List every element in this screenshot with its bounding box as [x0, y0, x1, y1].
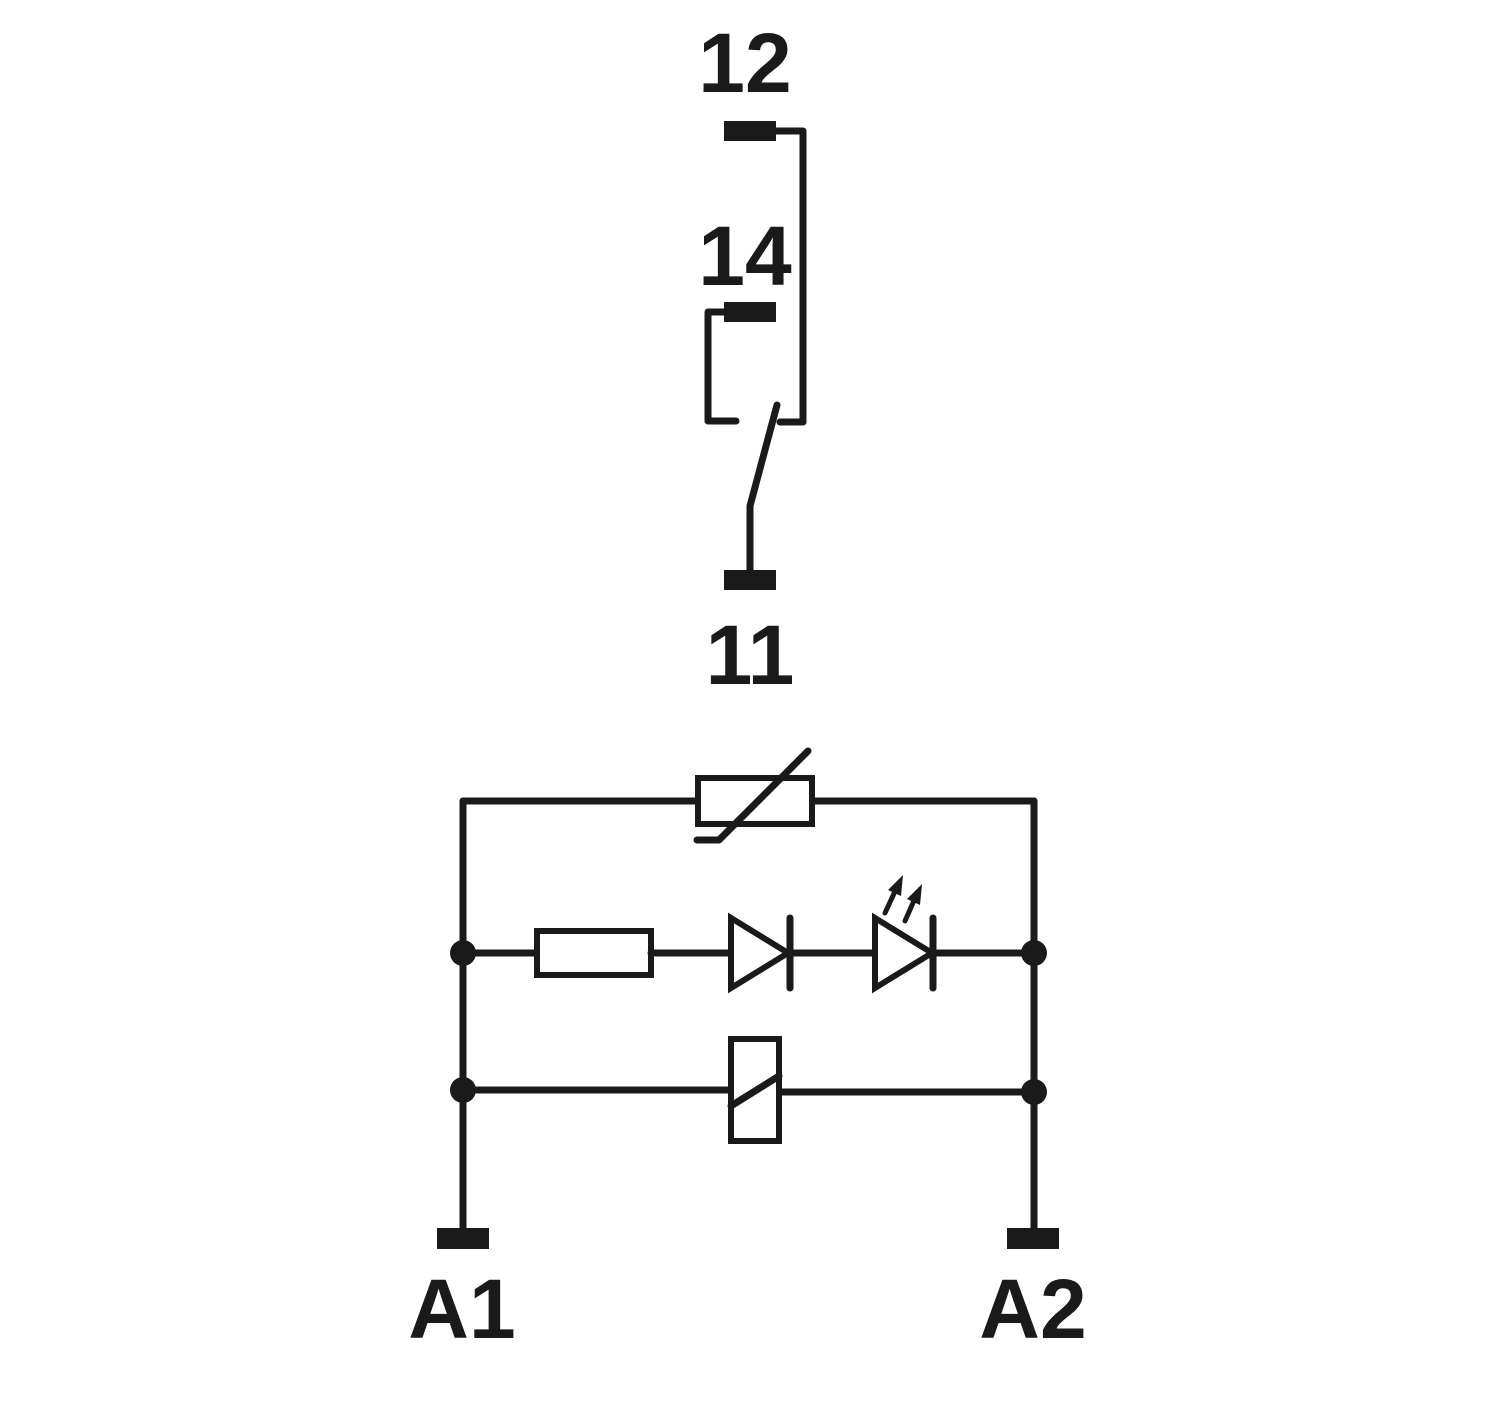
terminal-14-pad [724, 302, 776, 322]
resistor-body [534, 928, 654, 978]
varistor-body [695, 775, 815, 827]
junction-dot [1021, 940, 1047, 966]
led-triangle [872, 912, 938, 994]
terminal-11-pad [724, 570, 776, 590]
terminal-a1-pad [437, 1228, 489, 1249]
wire-14-to-contact [704, 308, 740, 425]
varistor-diagonal [693, 747, 812, 844]
switch-blade [746, 401, 781, 510]
coil-circuit: A1 A2 [408, 747, 1087, 1356]
diode-triangle [728, 912, 794, 994]
junction-dot [450, 940, 476, 966]
terminal-label-a2: A2 [979, 1262, 1086, 1356]
led-light-arrows-icon [882, 875, 922, 924]
terminal-label-14: 14 [698, 209, 792, 303]
terminal-label-12: 12 [698, 16, 791, 110]
terminal-12-pad [724, 121, 776, 141]
changeover-contact: 12 14 11 [698, 16, 807, 702]
relay-coil-diagonal [727, 1072, 783, 1110]
terminal-label-a1: A1 [408, 1262, 515, 1356]
junction-dot [1021, 1079, 1047, 1105]
wire-12-to-common [772, 127, 807, 426]
junction-dot [450, 1077, 476, 1103]
terminal-label-11: 11 [706, 608, 795, 702]
terminal-a2-pad [1007, 1228, 1059, 1249]
